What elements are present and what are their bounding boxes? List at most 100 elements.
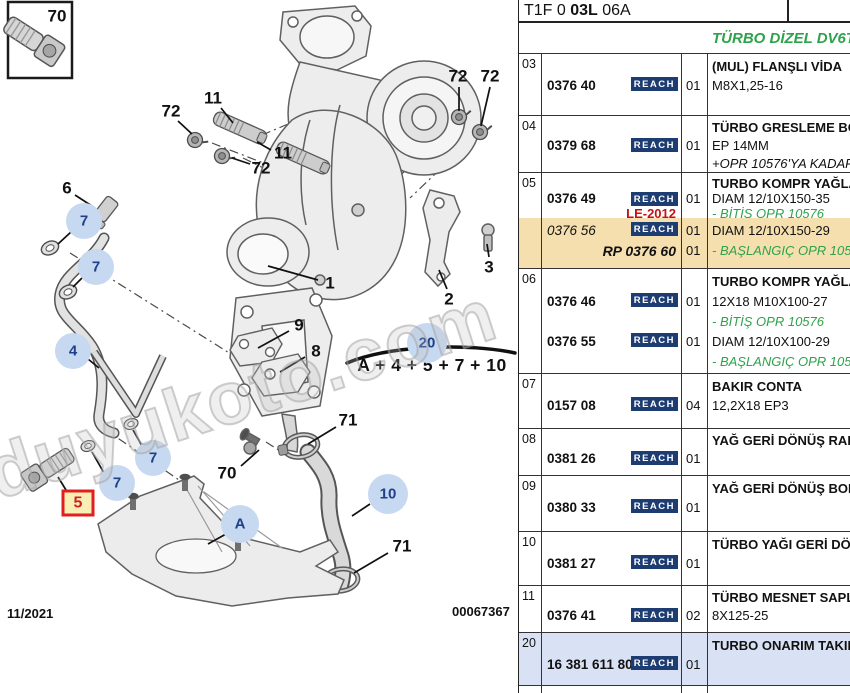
reach-badge[interactable]: REACH xyxy=(630,333,678,347)
kit-formula: A + 4 + 5 + 7 + 10 xyxy=(357,355,506,375)
quantity-value xyxy=(686,479,707,498)
part-number[interactable]: 0376 41 xyxy=(547,608,596,623)
callout-A[interactable]: A xyxy=(207,505,259,545)
catalog-code-suffix: 06A xyxy=(597,2,631,19)
part-number[interactable]: 0381 27 xyxy=(547,556,596,571)
leader-line xyxy=(207,533,227,545)
callout-1[interactable]: 1 xyxy=(267,265,335,293)
callout-3[interactable]: 3 xyxy=(484,243,494,277)
callout-20[interactable]: 20 xyxy=(407,323,447,363)
reach-badge[interactable]: REACH xyxy=(630,222,678,236)
callout-11[interactable]: 11 xyxy=(256,141,292,163)
row-number-cell: 06 xyxy=(522,272,536,286)
reach-badge[interactable]: REACH xyxy=(630,397,678,411)
part-number[interactable]: LE-2012 xyxy=(626,206,676,218)
reach-badge[interactable]: REACH xyxy=(630,499,678,513)
quantity-cell: 01 xyxy=(681,532,707,585)
callout-4[interactable]: 4 xyxy=(55,333,100,369)
description-text: 8X125-25 xyxy=(712,608,769,623)
part-line xyxy=(542,176,681,191)
reach-badge[interactable]: REACH xyxy=(630,138,678,152)
description-cell xyxy=(707,686,850,693)
callout-71[interactable]: 71 xyxy=(307,411,357,445)
diagram-canvas: A + 4 + 5 + 7 + 10 707211117272726198237… xyxy=(0,0,517,607)
part-number[interactable]: 0376 55 xyxy=(547,334,596,349)
reach-badge[interactable]: REACH xyxy=(630,77,678,91)
quantity-value xyxy=(686,312,707,332)
callout-9[interactable]: 9 xyxy=(257,316,304,349)
callout-72[interactable]: 72 xyxy=(231,157,270,178)
part-number[interactable]: 0376 40 xyxy=(547,78,596,93)
callout-70[interactable]: 70 xyxy=(48,7,67,26)
reach-badge[interactable]: REACH xyxy=(630,656,678,670)
callout-bubble xyxy=(221,505,259,543)
callout-bubble xyxy=(66,203,102,239)
quantity-cell: 01 xyxy=(681,476,707,531)
part-line xyxy=(542,479,681,498)
callout-70[interactable]: 70 xyxy=(218,449,260,483)
description-cell: TÜRBO YAĞI GERİ DÖNÜŞ xyxy=(707,532,850,585)
description-text xyxy=(712,554,850,573)
quantity-value: 01 xyxy=(686,138,701,153)
callout-7[interactable]: 7 xyxy=(72,249,114,288)
part-number[interactable]: RP 0376 60 xyxy=(602,243,676,259)
callout-71[interactable]: 71 xyxy=(353,537,412,574)
reach-badge[interactable]: REACH xyxy=(630,293,678,307)
description-text: - BİTİŞ OPR 10576 xyxy=(712,206,824,218)
description-text: BAKIR CONTA xyxy=(712,379,803,394)
part-number[interactable]: 0381 26 xyxy=(547,451,596,466)
callout-text: 71 xyxy=(393,537,412,556)
part-number[interactable]: 0376 56 xyxy=(547,223,596,238)
callout-5-highlighted[interactable]: 5 xyxy=(57,476,95,517)
leader-line xyxy=(72,276,84,288)
description-text: DIAM 12/10X150-35 xyxy=(712,191,830,206)
callout-72[interactable]: 72 xyxy=(480,67,500,127)
callout-7[interactable]: 7 xyxy=(132,429,171,476)
part-number-cell: 0376 46 REACH 0376 55 REACH xyxy=(541,269,681,373)
part-number[interactable]: 0380 33 xyxy=(547,500,596,515)
part-line xyxy=(542,589,681,607)
callout-11[interactable]: 11 xyxy=(204,89,234,124)
callout-72[interactable]: 72 xyxy=(449,67,468,112)
callout-72[interactable]: 72 xyxy=(162,102,193,135)
callout-8[interactable]: 8 xyxy=(279,342,321,373)
reach-badge[interactable]: REACH xyxy=(630,192,678,206)
quantity-value xyxy=(686,535,707,554)
catalog-code-page: 03L xyxy=(570,2,598,19)
section-title: TÜRBO DİZEL DV6T xyxy=(712,30,850,47)
reach-badge[interactable]: REACH xyxy=(630,555,678,569)
callout-text: 5 xyxy=(74,495,83,512)
reach-badge[interactable]: REACH xyxy=(630,451,678,465)
part-number[interactable]: 0379 68 xyxy=(547,138,596,153)
mounting-bracket-a-drawing xyxy=(97,473,345,607)
part-line: LE-2012 xyxy=(542,206,681,218)
callout-text: 7 xyxy=(113,475,121,492)
table-row-sub-11[interactable] xyxy=(519,685,850,693)
reach-badge[interactable]: REACH xyxy=(630,608,678,622)
callout-7[interactable]: 7 xyxy=(91,451,135,501)
part-number[interactable]: 16 381 611 80 xyxy=(547,657,633,672)
callout-6[interactable]: 6 xyxy=(62,179,96,209)
part-number-cell: 0376 40 REACH xyxy=(541,54,681,115)
callout-2[interactable]: 2 xyxy=(438,269,454,309)
part-number[interactable]: 0157 08 xyxy=(547,398,596,413)
callout-10[interactable]: 10 xyxy=(351,474,408,517)
support-arm-drawing xyxy=(422,189,495,288)
part-number[interactable]: 0376 46 xyxy=(547,294,596,309)
part-number[interactable]: 0376 49 xyxy=(547,191,596,206)
quantity-value: 01 xyxy=(686,191,701,206)
callout-7[interactable]: 7 xyxy=(57,203,102,245)
